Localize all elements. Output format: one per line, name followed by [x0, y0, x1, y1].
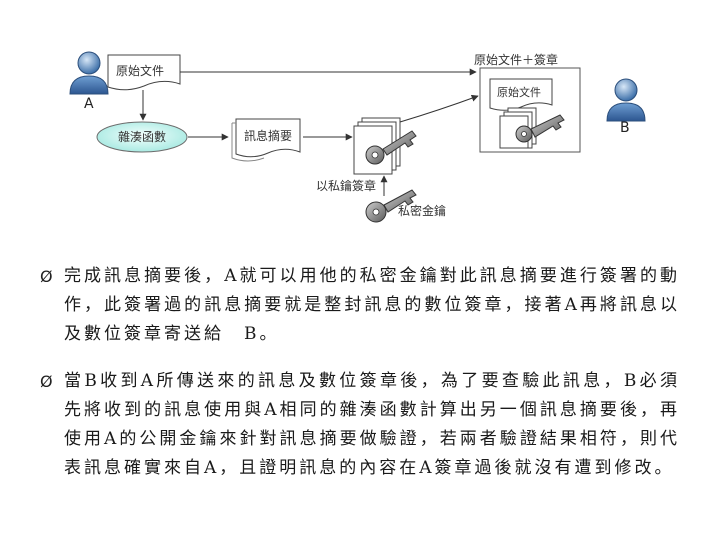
list-item: Ø 當B收到A所傳送來的訊息及數位簽章後，為了要查驗此訊息，B必須先將收到的訊息…: [40, 367, 680, 483]
person-a-icon: [69, 51, 109, 95]
hash-function-label: 雜湊函數: [118, 129, 166, 144]
digest-document-icon: [231, 118, 301, 162]
person-b-icon: [606, 78, 646, 122]
private-key-label: 私密金鑰: [398, 203, 446, 218]
signed-package-label: 原始文件＋簽章: [474, 52, 558, 67]
digest-label: 訊息摘要: [244, 128, 292, 143]
sender-label: A: [84, 96, 94, 112]
bullet-arrow-icon: Ø: [40, 372, 53, 391]
bullet-arrow-icon: Ø: [40, 267, 53, 286]
original-document-label: 原始文件: [116, 63, 164, 78]
private-key-icon: [365, 189, 417, 223]
bullet-text: 當B收到A所傳送來的訊息及數位簽章後，為了要查驗此訊息，B必須先將收到的訊息使用…: [64, 371, 680, 478]
package-key-icon: [515, 114, 565, 143]
key-icon: [365, 130, 417, 165]
attach-signature-arrow: [399, 94, 479, 123]
received-document-icon: [489, 78, 553, 111]
receiver-label: B: [620, 120, 630, 136]
bullet-text: 完成訊息摘要後，A就可以用他的私密金鑰對此訊息摘要進行簽署的動作，此簽署過的訊息…: [64, 266, 680, 344]
list-item: Ø 完成訊息摘要後，A就可以用他的私密金鑰對此訊息摘要進行簽署的動作，此簽署過的…: [40, 262, 680, 349]
hash-function-node: [96, 121, 188, 153]
digital-signature-diagram: A B 原始文件 雜湊函數 訊息摘要 以私鑰簽章: [69, 51, 646, 223]
received-document-label: 原始文件: [497, 85, 541, 99]
sign-with-private-key-label: 以私鑰簽章: [316, 178, 376, 193]
original-document-icon: [107, 54, 181, 91]
explanation-list: Ø 完成訊息摘要後，A就可以用他的私密金鑰對此訊息摘要進行簽署的動作，此簽署過的…: [40, 262, 680, 501]
